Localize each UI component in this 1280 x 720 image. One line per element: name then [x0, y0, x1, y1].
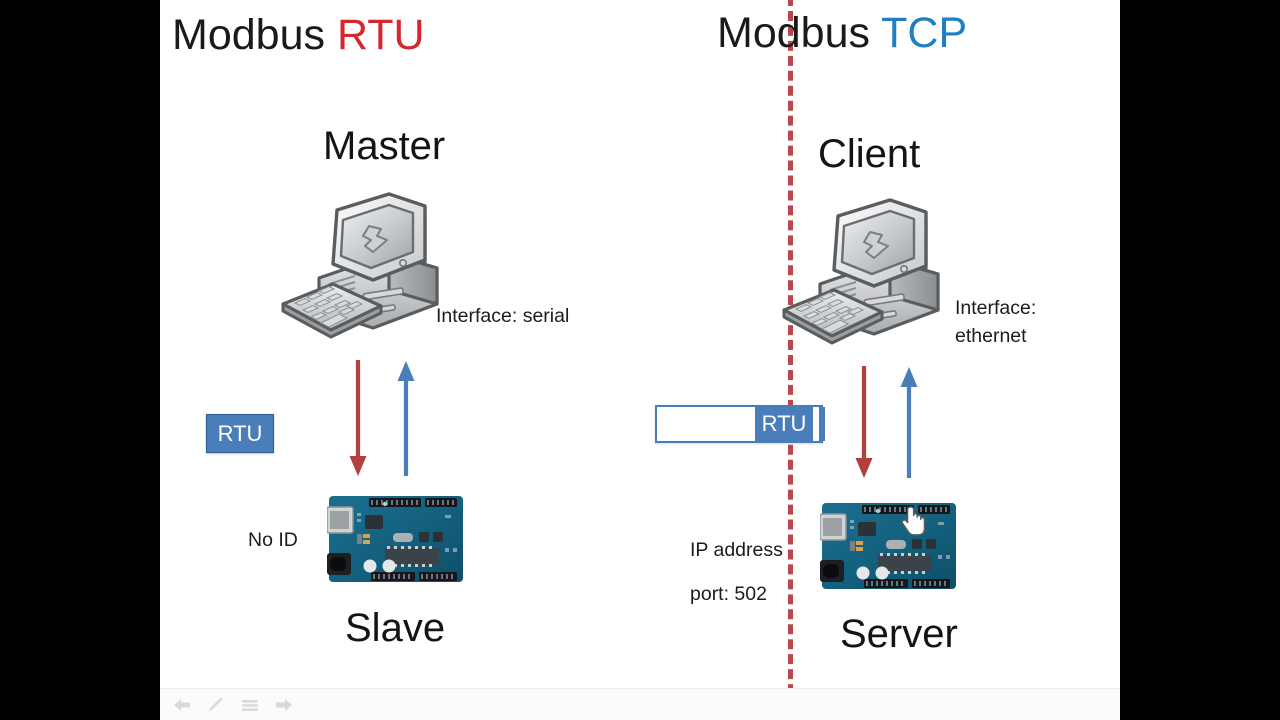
- request-arrow-down: [349, 360, 367, 476]
- right-interface-label: Interface: ethernet: [955, 294, 1036, 350]
- master-role-label: Master: [323, 124, 446, 168]
- master-computer-illustration: [277, 186, 459, 356]
- previous-slide-icon[interactable]: [172, 696, 192, 714]
- left-title-accent: RTU: [336, 11, 425, 59]
- vertical-dashed-divider: [788, 0, 793, 720]
- right-title-accent: TCP: [881, 9, 968, 57]
- right-device-label: IP address port: 502: [690, 528, 783, 616]
- right-interface-line1: Interface:: [955, 297, 1037, 319]
- left-interface-label: Interface: serial: [436, 305, 570, 327]
- slave-arduino-illustration: [326, 493, 465, 590]
- client-computer-illustration: [778, 192, 960, 362]
- right-device-line2: port: 502: [690, 583, 767, 605]
- right-title-prefix: Modbus: [717, 9, 882, 57]
- right-panel-title: Modbus TCP: [717, 9, 967, 58]
- tcp-frame-tail: [819, 407, 825, 441]
- left-title-prefix: Modbus: [172, 11, 337, 59]
- response-arrow-up: [900, 367, 918, 478]
- right-device-line1: IP address: [690, 539, 783, 561]
- presentation-toolbar[interactable]: [160, 688, 1120, 720]
- response-arrow-up: [397, 361, 415, 476]
- tcp-frame-diagram: RTU: [655, 405, 825, 443]
- left-device-label: No ID: [248, 529, 298, 551]
- rtu-badge-text: RTU: [217, 420, 263, 446]
- presentation-slide: Modbus RTU Master: [160, 0, 1120, 720]
- slave-role-label: Slave: [345, 606, 446, 650]
- hand-pointer-cursor: [900, 505, 930, 541]
- left-panel-title: Modbus RTU: [172, 11, 425, 60]
- right-interface-line2: ethernet: [955, 325, 1027, 347]
- slide-menu-icon[interactable]: [240, 696, 260, 714]
- server-role-label: Server: [840, 612, 958, 656]
- left-arrow-pair: [348, 358, 420, 485]
- tcp-rtu-text: RTU: [761, 411, 807, 436]
- pen-annotation-icon[interactable]: [206, 696, 226, 714]
- next-slide-icon[interactable]: [274, 696, 294, 714]
- tcp-rtu-payload-segment: RTU: [755, 407, 813, 441]
- request-arrow-down: [855, 366, 873, 478]
- tcp-frame-gap: [813, 407, 819, 441]
- tcp-header-segment: [657, 407, 755, 441]
- client-role-label: Client: [818, 132, 921, 176]
- rtu-frame-badge-left: RTU: [206, 414, 274, 453]
- server-arduino-illustration: [819, 500, 958, 597]
- right-arrow-pair: [854, 364, 922, 487]
